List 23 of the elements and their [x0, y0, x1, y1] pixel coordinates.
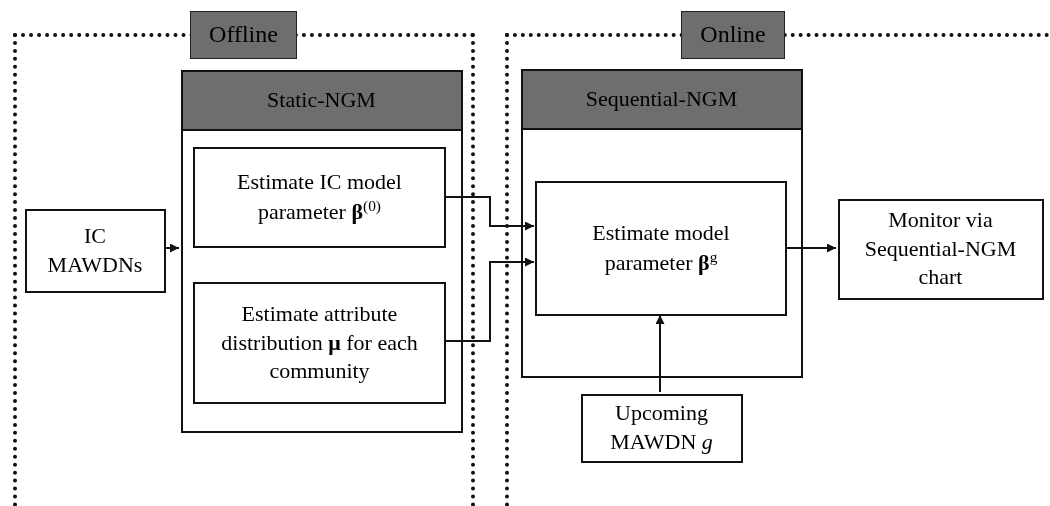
module-panel: [520, 68, 803, 378]
box-text: Estimate model parameter β$^{g}$: [591, 218, 731, 278]
box-text: Upcoming MAWDN g: [609, 399, 714, 456]
arrow: [785, 243, 837, 253]
arrow: [163, 243, 180, 253]
module-panel: [180, 69, 463, 433]
region-title: Offline: [209, 20, 278, 50]
box-text: Estimate attribute distribution μ for each community: [220, 300, 419, 386]
box-text: IC MAWDNs: [46, 221, 144, 279]
process-box: [193, 147, 446, 248]
process-box: [580, 393, 743, 463]
panel-title: Sequential-NGM: [585, 84, 738, 113]
box-text: Monitor via Sequential-NGM chart: [863, 206, 1018, 292]
region-title: Online: [700, 20, 766, 50]
box-text: Estimate IC model parameter β$^{(0)}$: [236, 167, 403, 227]
panel-title: Static-NGM: [267, 85, 376, 114]
process-box: [837, 198, 1044, 300]
process-box: [535, 181, 787, 316]
process-box: [24, 208, 166, 293]
arrow: [444, 196, 535, 231]
process-box: [193, 282, 446, 404]
arrow: [655, 314, 665, 393]
arrow: [444, 257, 535, 342]
